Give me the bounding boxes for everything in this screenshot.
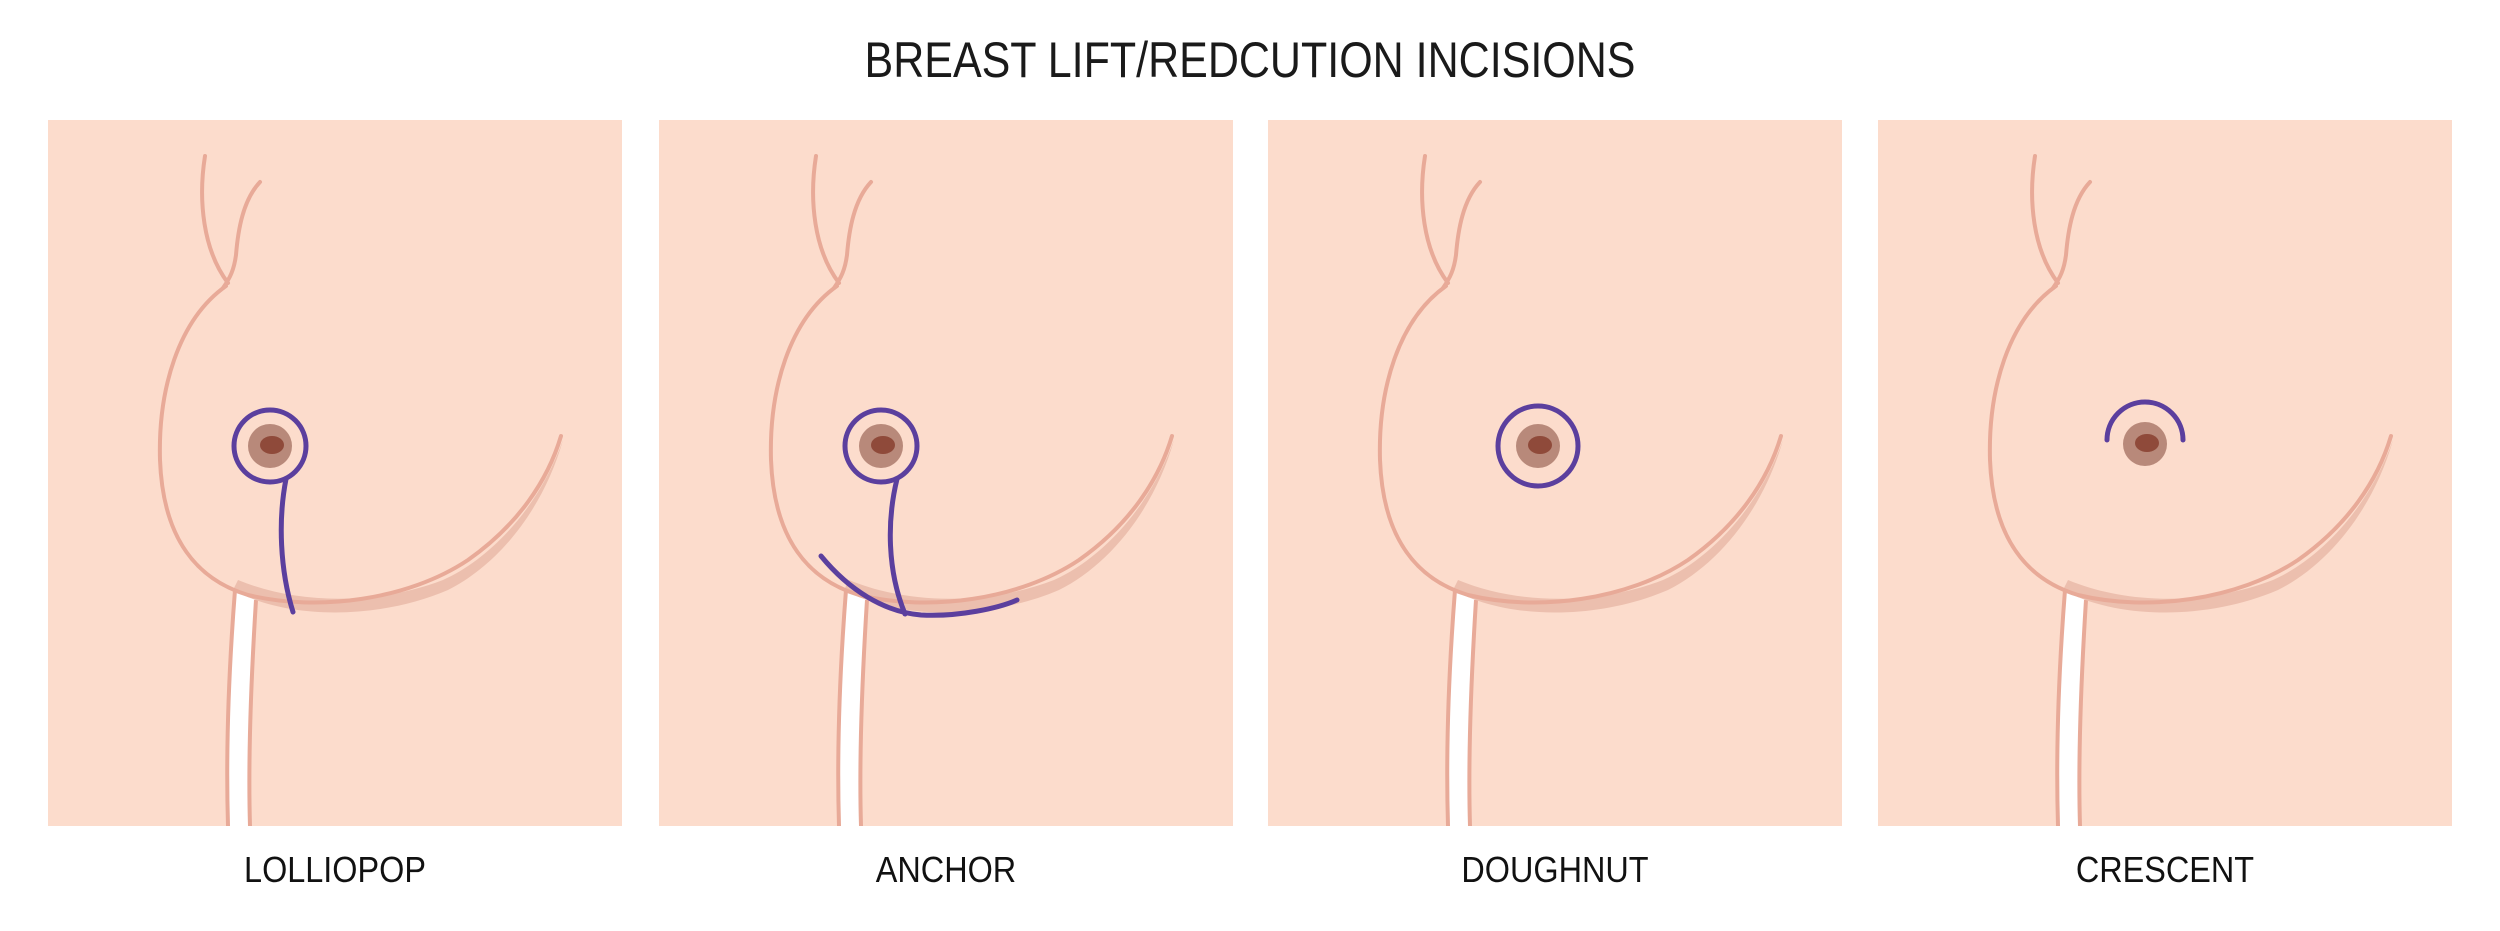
diagram-title: BREAST LIFT/REDCUTION INCISIONS (864, 32, 1636, 88)
breast-illustration-anchor (768, 154, 1174, 826)
panel-crescent (1878, 120, 2452, 826)
breast-illustration-doughnut (1377, 154, 1783, 826)
breast-illustration-lollipop (157, 154, 563, 826)
panel-doughnut (1268, 120, 1842, 826)
panel-anchor (659, 120, 1233, 826)
breast-illustration-crescent (1987, 154, 2393, 826)
panel-label-doughnut: DOUGHNUT (1461, 849, 1649, 890)
panel-label-crescent: CRESCENT (2075, 849, 2255, 890)
panel-label-lollipop: LOLLIOPOP (244, 849, 426, 890)
panel-label-anchor: ANCHOR (875, 849, 1017, 890)
panel-lollipop (48, 120, 622, 826)
